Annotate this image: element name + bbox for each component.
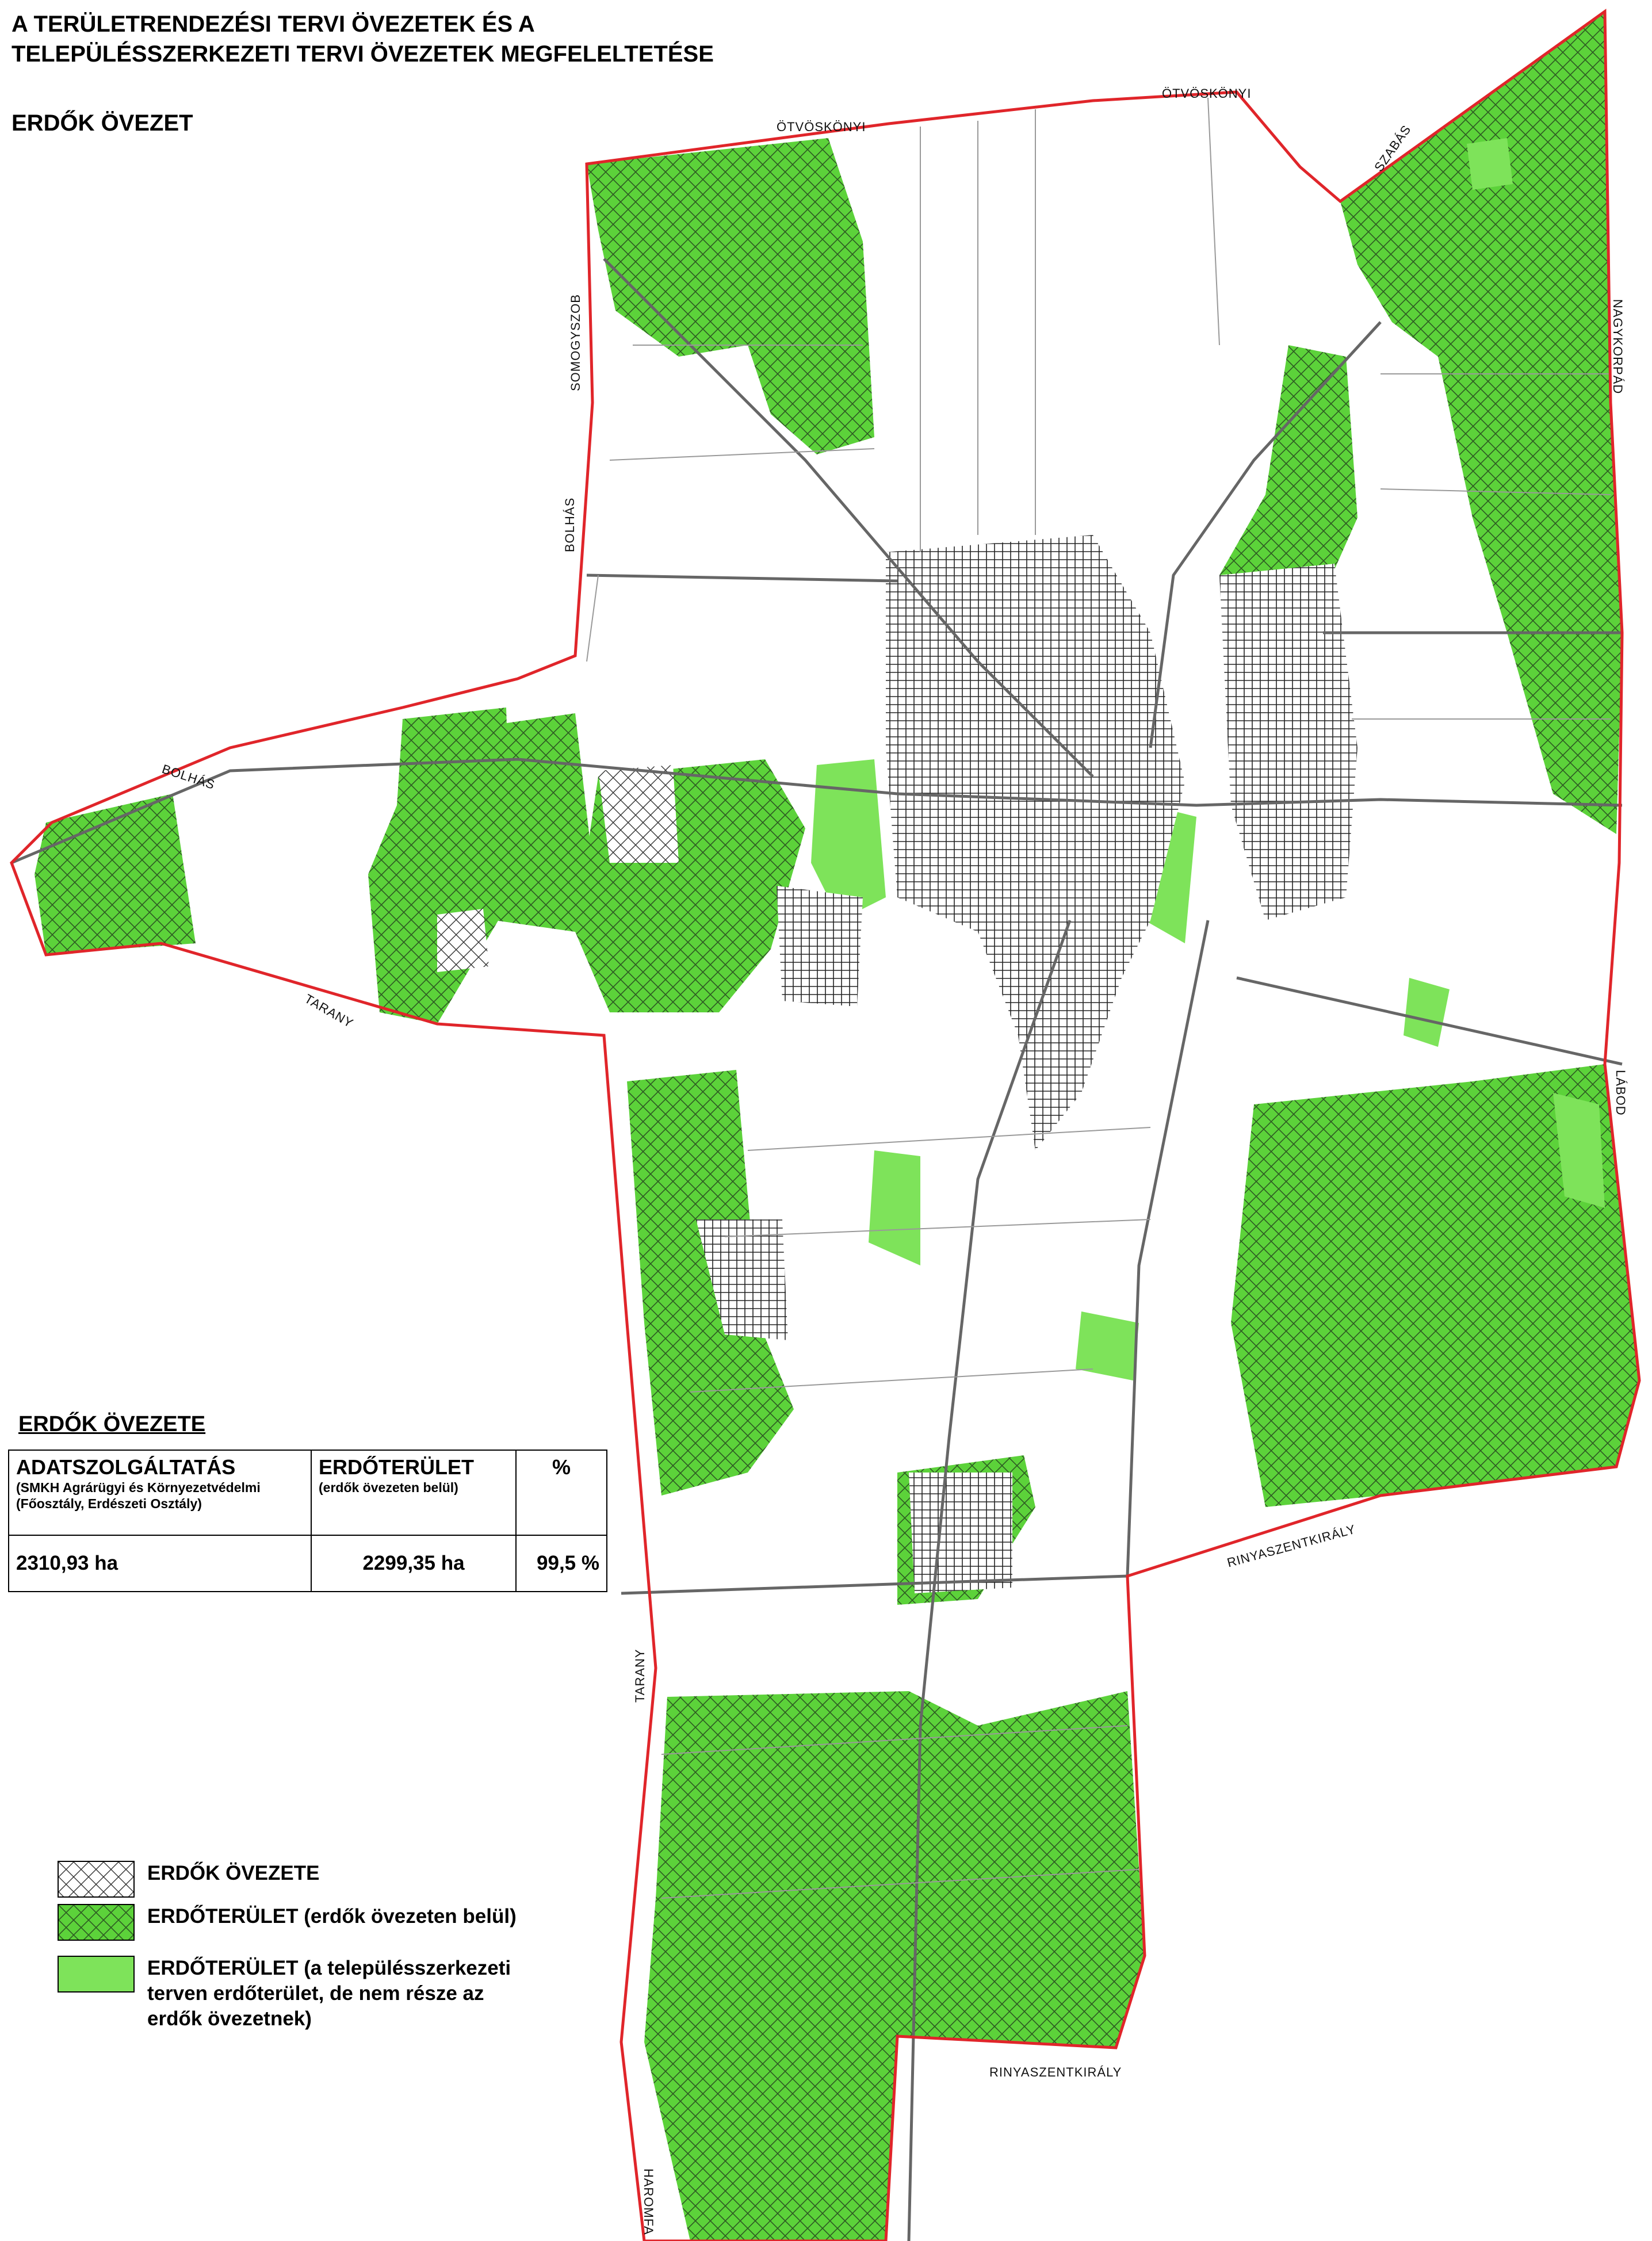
legend-item: ERDŐTERÜLET (erdők övezeten belül) (58, 1904, 538, 1941)
map-title-line-2: TELEPÜLÉSSZERKEZETI TERVI ÖVEZETEK MEGFE… (12, 41, 714, 67)
table-cell: % (515, 1450, 607, 1536)
col-header: ERDŐTERÜLET (319, 1455, 474, 1479)
col-header: ADATSZOLGÁLTATÁS (16, 1455, 236, 1479)
stat-value: 2310,93 ha (16, 1552, 118, 1574)
neighbor-label: RINYASZENTKIRÁLY (989, 2065, 1122, 2079)
table-cell: ERDŐTERÜLET (erdők övezeten belül) (311, 1450, 517, 1536)
legend-label: ERDŐTERÜLET (a településszerkezeti terve… (147, 1957, 511, 2030)
forest-zone-swatch (58, 1861, 135, 1898)
stats-heading: ERDŐK ÖVEZETE (18, 1412, 206, 1436)
map-subtitle: ERDŐK ÖVEZET (12, 110, 193, 136)
table-cell: 2299,35 ha (311, 1535, 517, 1592)
table-row: ADATSZOLGÁLTATÁS (SMKH Agrárügyi és Körn… (8, 1450, 607, 1536)
table-cell: ADATSZOLGÁLTATÁS (SMKH Agrárügyi és Körn… (8, 1450, 312, 1536)
parcel-lines (586, 97, 1611, 1899)
col-subheader: (Főosztály, Erdészeti Osztály) (16, 1496, 202, 1511)
forest-in-zone-swatch (58, 1904, 135, 1941)
legend-label: ERDŐK ÖVEZETE (147, 1862, 320, 1884)
forest-stats-table: ADATSZOLGÁLTATÁS (SMKH Agrárügyi és Körn… (8, 1450, 607, 1592)
table-row: 2310,93 ha 2299,35 ha 99,5 % (8, 1535, 607, 1592)
roads (11, 258, 1623, 2241)
forest-outside-zone-swatch (58, 1956, 135, 1993)
stat-value: 2299,35 ha (362, 1552, 465, 1574)
municipal-border (10, 9, 1641, 2241)
forest-areas (35, 12, 1639, 2241)
neighbor-label: TARANY (633, 1649, 647, 1703)
neighbor-label: SOMOGYSZOB (568, 294, 583, 391)
legend-item: ERDŐK ÖVEZETE (58, 1861, 538, 1898)
neighbor-label: BOLHÁS (563, 497, 577, 552)
neighbor-label: ÖTVÖSKÖNYI (1162, 86, 1252, 101)
col-header: % (552, 1455, 571, 1479)
legend-item: ERDŐTERÜLET (a településszerkezeti terve… (58, 1956, 538, 2032)
neighbor-label: HAROMFA (641, 2169, 656, 2235)
legend-label: ERDŐTERÜLET (erdők övezeten belül) (147, 1905, 517, 1928)
neighbor-label: ÖTVÖSKÖNYI (777, 120, 866, 134)
stat-value: 99,5 % (537, 1552, 599, 1574)
neighbor-label: LÁBOD (1613, 1070, 1628, 1116)
col-subheader: (erdők övezeten belül) (319, 1480, 458, 1495)
col-subheader: (SMKH Agrárügyi és Környezetvédelmi (16, 1480, 261, 1495)
neighbor-label: NAGYKORPÁD (1611, 299, 1625, 395)
table-cell: 2310,93 ha (8, 1535, 312, 1592)
built-up-areas (696, 535, 1357, 1593)
table-cell: 99,5 % (515, 1535, 607, 1592)
map-title-line-1: A TERÜLETRENDEZÉSI TERVI ÖVEZETEK ÉS A (12, 12, 535, 37)
forest-zone-only (437, 765, 679, 972)
forest-outside-zone (811, 138, 1605, 1380)
